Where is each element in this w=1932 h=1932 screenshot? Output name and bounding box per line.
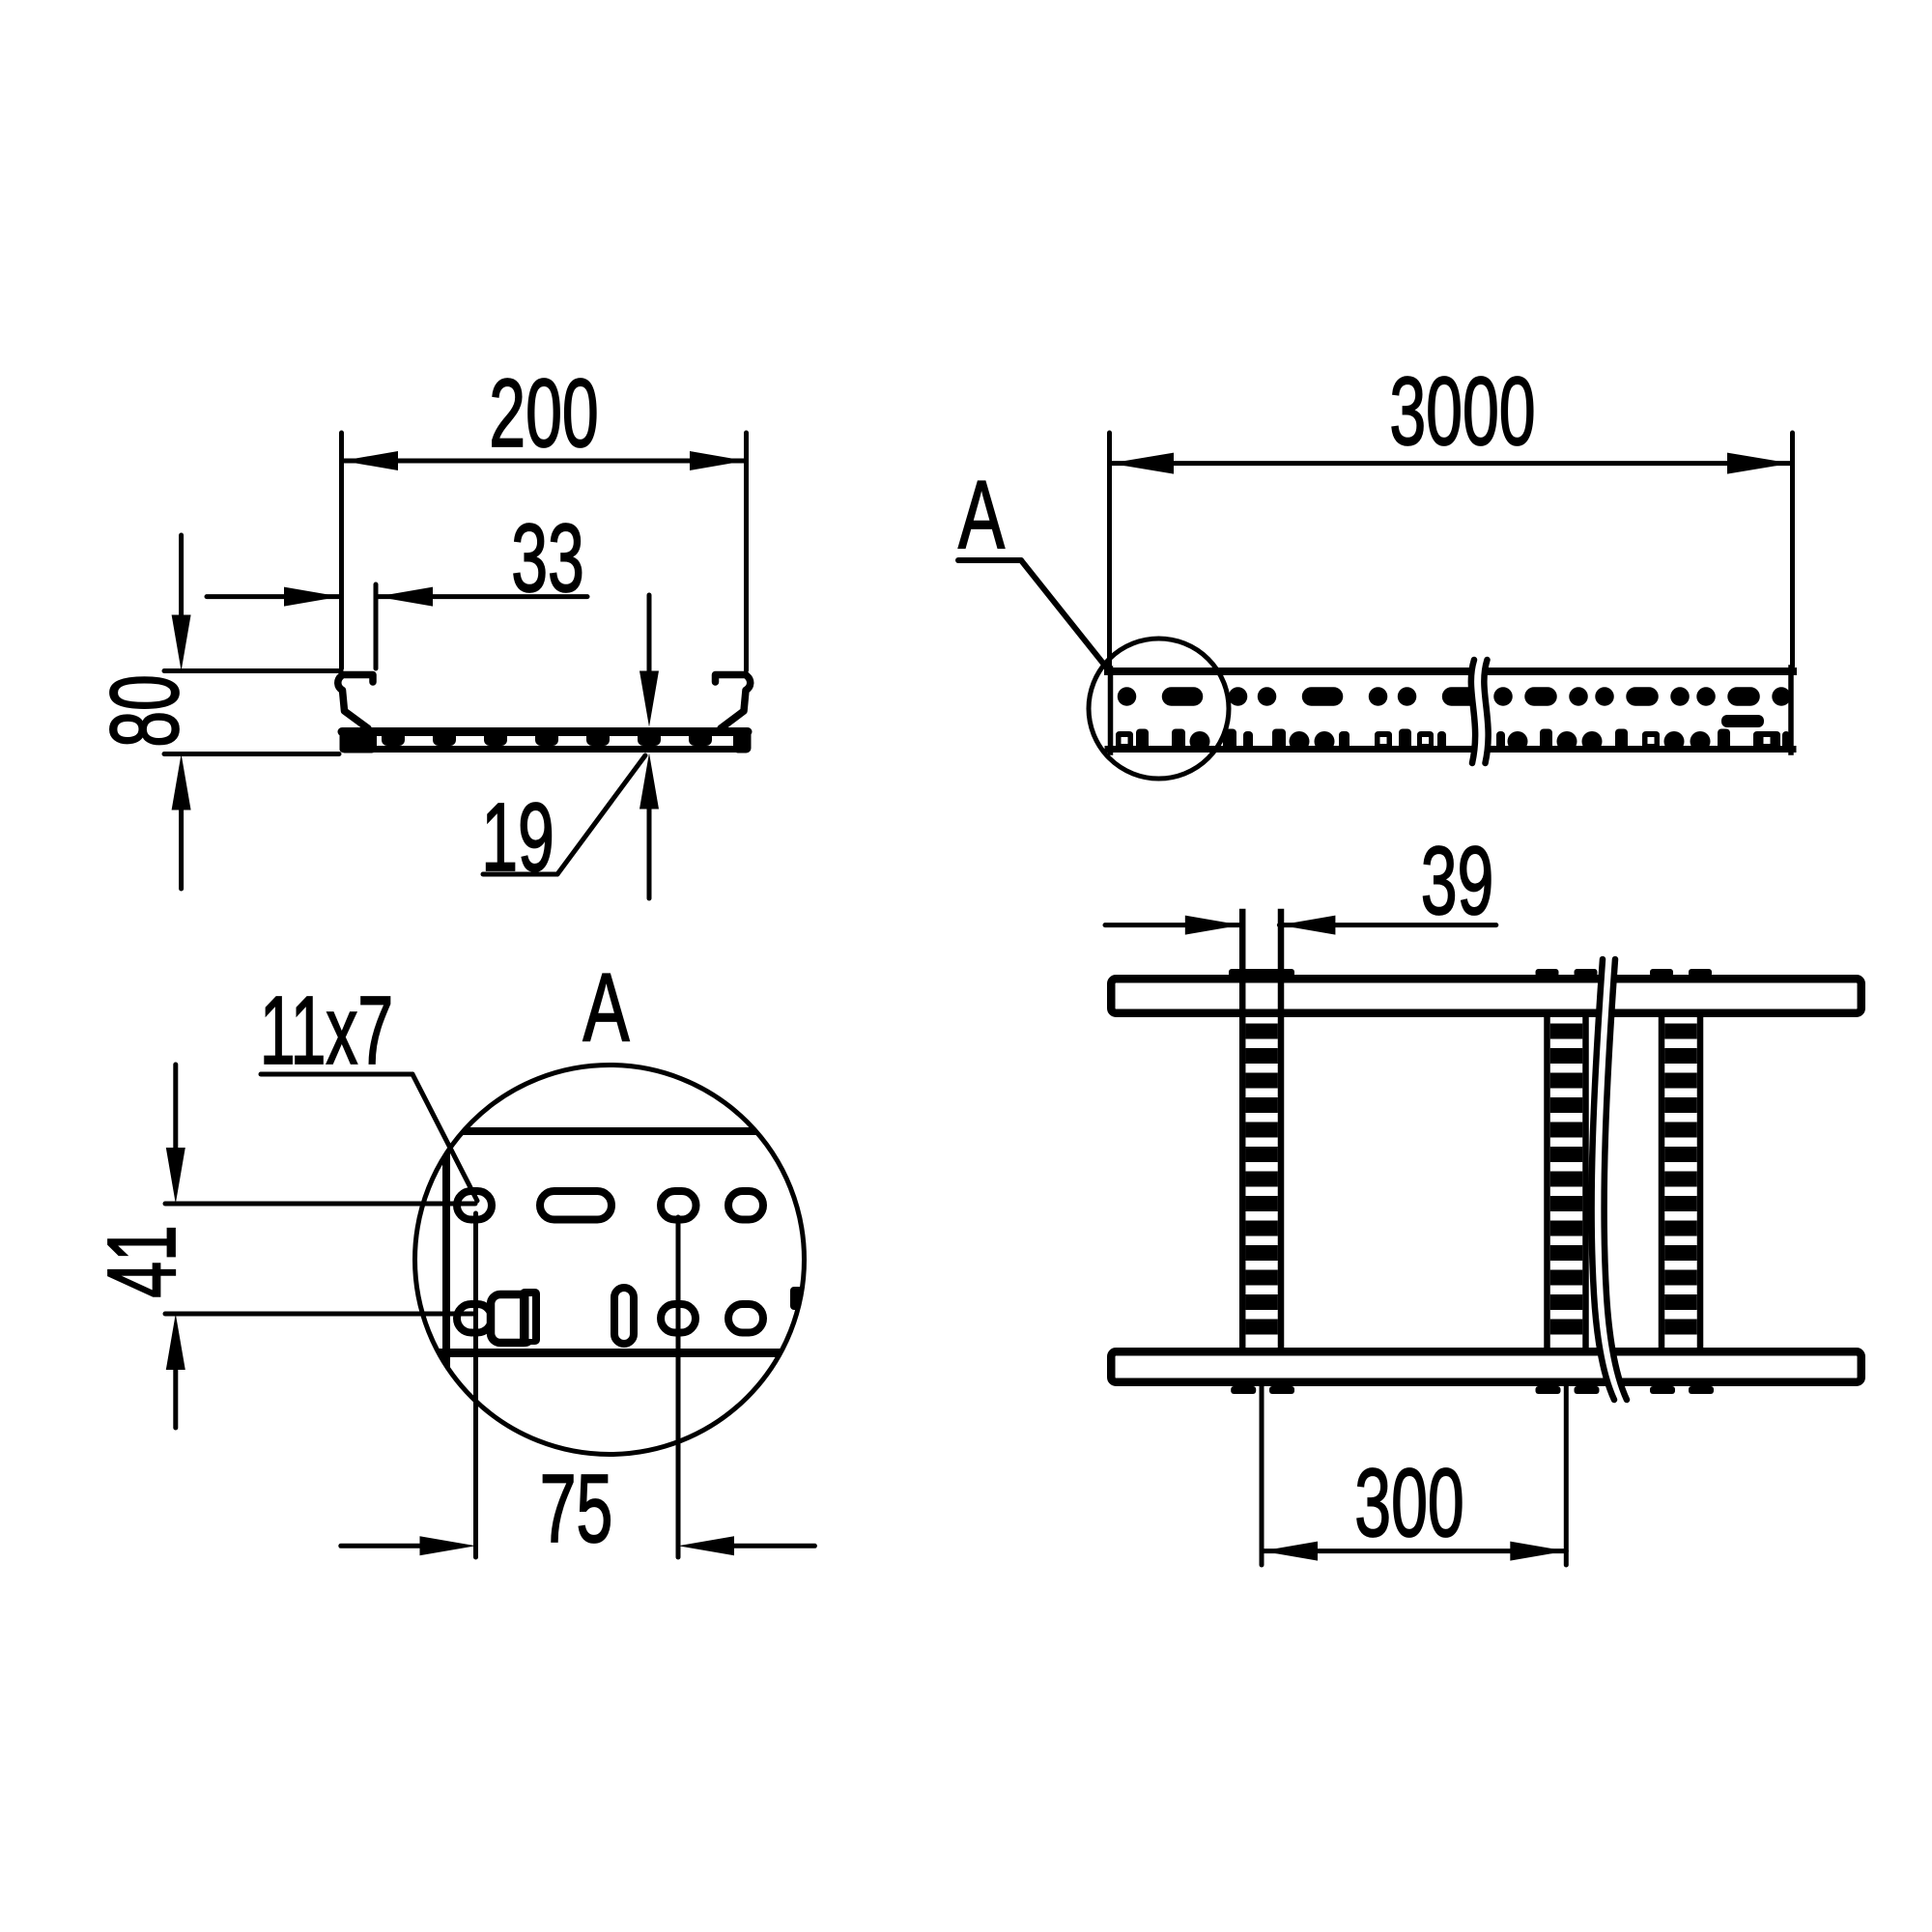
svg-text:11x7: 11x7 — [260, 976, 393, 1084]
svg-text:3000: 3000 — [1389, 358, 1535, 466]
svg-text:300: 300 — [1354, 1450, 1463, 1557]
svg-text:80: 80 — [92, 674, 199, 748]
svg-text:19: 19 — [481, 784, 554, 892]
svg-text:75: 75 — [540, 1456, 613, 1563]
svg-text:200: 200 — [489, 360, 598, 468]
svg-text:33: 33 — [511, 505, 584, 612]
svg-text:A: A — [582, 953, 629, 1061]
svg-text:41: 41 — [89, 1225, 196, 1298]
svg-text:39: 39 — [1421, 828, 1494, 935]
svg-text:A: A — [958, 461, 1005, 568]
